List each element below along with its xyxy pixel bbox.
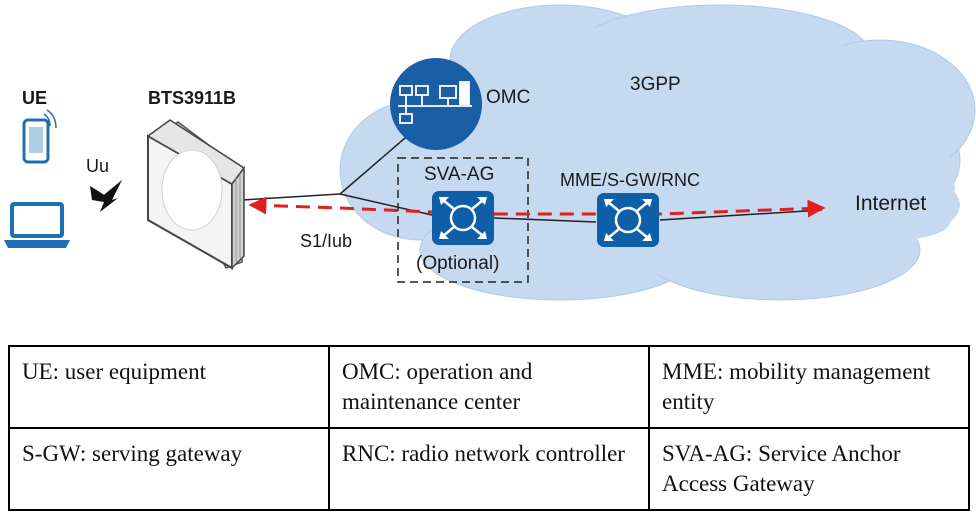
legend-cell: SVA-AG: Service Anchor Access Gateway xyxy=(648,427,970,511)
lightning-icon xyxy=(90,180,122,212)
label-ue: UE xyxy=(22,88,47,108)
table-row: UE: user equipment OMC: operation and ma… xyxy=(8,345,970,429)
label-sva-ag: SVA-AG xyxy=(424,164,494,185)
legend-cell: S-GW: serving gateway xyxy=(8,427,330,511)
router-icon xyxy=(432,191,494,245)
data-flow-arrow xyxy=(248,196,826,218)
label-mme-sgw-rnc: MME/S-GW/RNC xyxy=(560,170,700,190)
legend-cell: UE: user equipment xyxy=(8,345,330,429)
legend-cell: RNC: radio network controller xyxy=(328,427,650,511)
label-optional: (Optional) xyxy=(416,253,499,274)
phone-icon xyxy=(22,109,57,164)
label-internet: Internet xyxy=(855,192,926,215)
label-bts: BTS3911B xyxy=(148,88,236,108)
label-3gpp: 3GPP xyxy=(630,74,681,95)
cloud-internet xyxy=(830,166,960,240)
laptop-icon xyxy=(4,202,70,248)
abbreviation-legend-table: UE: user equipment OMC: operation and ma… xyxy=(8,345,970,511)
label-omc: OMC xyxy=(486,87,530,108)
base-station-icon xyxy=(146,119,246,270)
network-diagram: UE BTS3911B Uu OMC 3GPP SVA-AG (Optional… xyxy=(4,4,976,301)
label-s1-iub: S1/Iub xyxy=(300,231,352,251)
router-icon xyxy=(597,193,659,247)
legend-cell: OMC: operation and maintenance center xyxy=(328,345,650,429)
omc-server-icon xyxy=(390,58,482,150)
table-row: S-GW: serving gateway RNC: radio network… xyxy=(8,427,970,511)
legend-cell: MME: mobility management entity xyxy=(648,345,970,429)
sva-ag-optional-box xyxy=(397,157,529,283)
label-uu: Uu xyxy=(86,156,109,176)
